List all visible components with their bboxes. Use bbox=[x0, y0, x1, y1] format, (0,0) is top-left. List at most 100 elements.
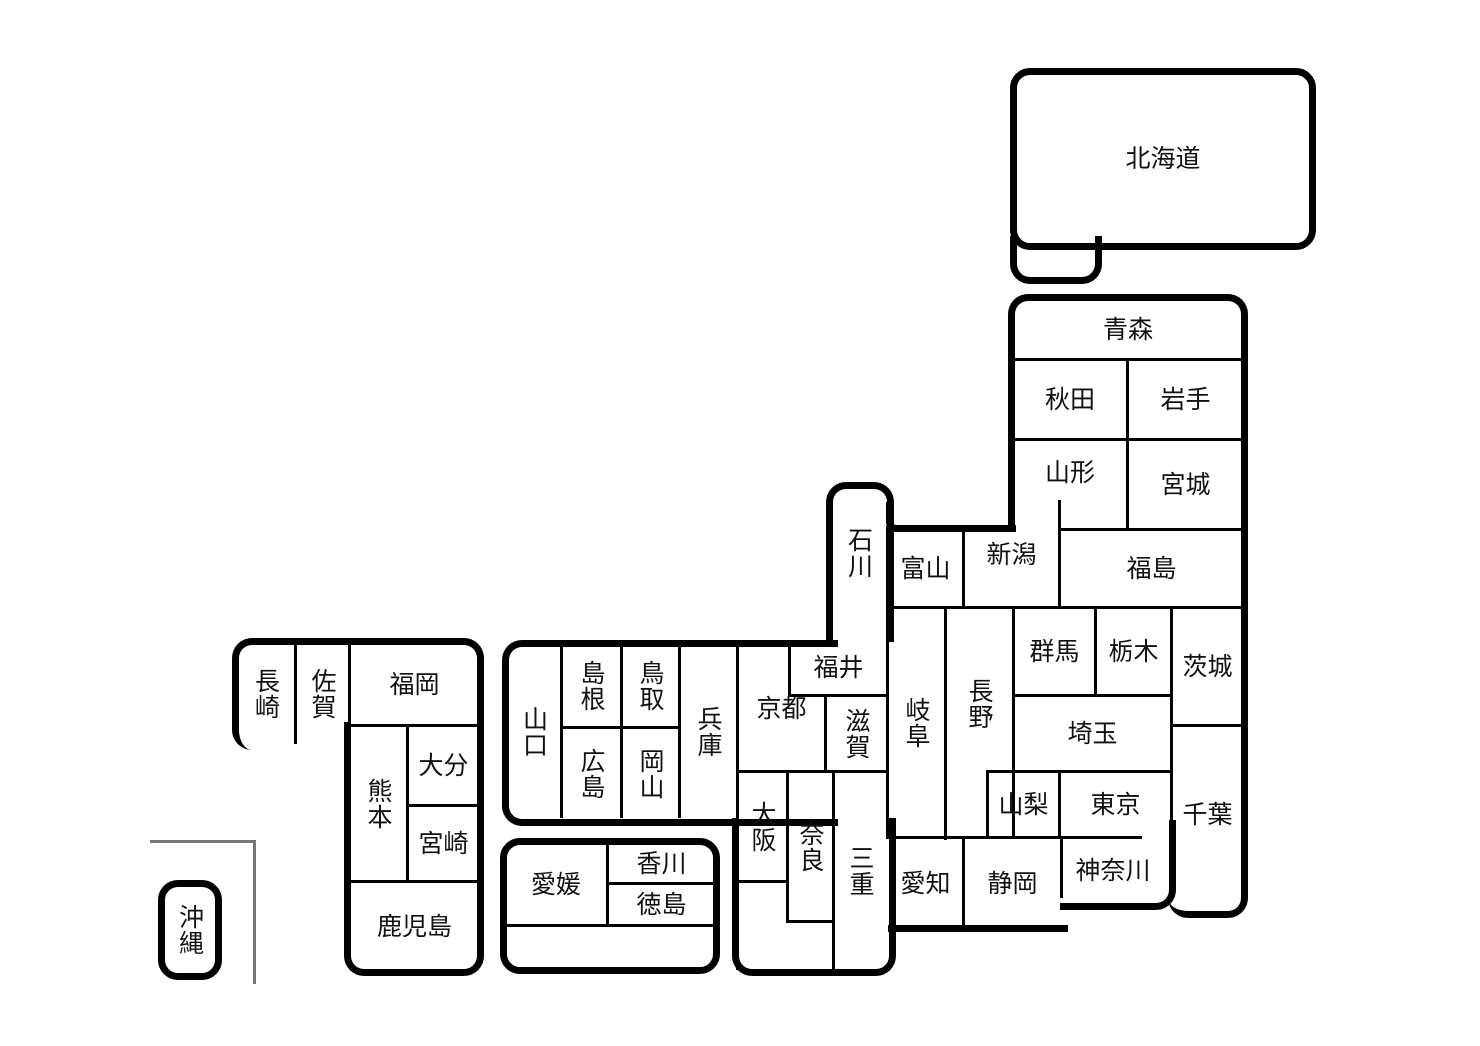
prefecture-hiroshima[interactable]: 広島 bbox=[577, 747, 606, 800]
boundary bbox=[560, 646, 563, 818]
okinawa-inset-divider-vertical bbox=[253, 840, 256, 984]
prefecture-fukui[interactable]: 福井 bbox=[813, 652, 864, 682]
boundary bbox=[786, 920, 834, 923]
boundary bbox=[1058, 770, 1061, 838]
tokai-south-outline bbox=[888, 896, 1068, 932]
prefecture-akita[interactable]: 秋田 bbox=[1044, 385, 1095, 414]
boundary bbox=[886, 836, 1142, 839]
prefecture-nara[interactable]: 奈良 bbox=[796, 820, 825, 873]
prefecture-mie[interactable]: 三重 bbox=[846, 845, 875, 897]
boundary bbox=[606, 844, 609, 926]
prefecture-niigata[interactable]: 新潟 bbox=[986, 539, 1037, 569]
prefecture-nagano[interactable]: 長野 bbox=[965, 678, 994, 730]
prefecture-nagasaki[interactable]: 長崎 bbox=[251, 668, 281, 720]
boundary bbox=[886, 526, 889, 838]
prefecture-gifu[interactable]: 岐阜 bbox=[902, 696, 931, 749]
boundary bbox=[988, 770, 1172, 773]
prefecture-miyazaki[interactable]: 宮崎 bbox=[418, 829, 469, 858]
prefecture-hokkaido[interactable]: 北海道 bbox=[1125, 143, 1201, 173]
prefecture-kagawa[interactable]: 香川 bbox=[636, 848, 687, 878]
prefecture-okinawa[interactable]: 沖縄 bbox=[175, 904, 205, 956]
prefecture-toyama[interactable]: 富山 bbox=[900, 553, 951, 583]
boundary bbox=[786, 770, 789, 922]
okinawa-inset-divider-horizontal bbox=[150, 840, 256, 843]
prefecture-ibaraki[interactable]: 茨城 bbox=[1182, 652, 1233, 681]
honshu-east-outline bbox=[1168, 528, 1248, 918]
prefecture-kagoshima[interactable]: 鹿児島 bbox=[376, 912, 452, 941]
prefecture-yamanashi[interactable]: 山梨 bbox=[998, 790, 1049, 819]
boundary bbox=[738, 880, 788, 883]
kinki-south-outline bbox=[732, 818, 896, 976]
boundary bbox=[348, 644, 351, 884]
boundary bbox=[986, 770, 989, 838]
boundary bbox=[406, 804, 478, 807]
boundary bbox=[944, 606, 947, 840]
boundary bbox=[348, 724, 478, 727]
prefecture-tottori[interactable]: 鳥取 bbox=[636, 660, 665, 712]
boundary bbox=[560, 726, 680, 729]
boundary bbox=[1012, 694, 1172, 697]
prefecture-fukushima[interactable]: 福島 bbox=[1126, 554, 1177, 583]
honshu-north-outline bbox=[1008, 294, 1248, 530]
ishikawa-peninsula-outline bbox=[826, 482, 894, 642]
boundary bbox=[1058, 500, 1061, 608]
boundary bbox=[350, 880, 478, 883]
prefecture-aichi[interactable]: 愛知 bbox=[900, 868, 951, 898]
prefecture-tokushima[interactable]: 徳島 bbox=[636, 890, 687, 919]
prefecture-saitama[interactable]: 埼玉 bbox=[1067, 719, 1118, 748]
boundary bbox=[738, 770, 888, 773]
prefecture-miyagi[interactable]: 宮城 bbox=[1160, 470, 1211, 499]
boundary bbox=[788, 694, 888, 697]
prefecture-shimane[interactable]: 島根 bbox=[577, 660, 606, 712]
kanagawa-bay-outline bbox=[1060, 820, 1176, 910]
prefecture-fukuoka[interactable]: 福岡 bbox=[389, 669, 440, 699]
prefecture-saga[interactable]: 佐賀 bbox=[308, 668, 337, 720]
prefecture-chiba[interactable]: 千葉 bbox=[1182, 800, 1233, 829]
prefecture-gunma[interactable]: 群馬 bbox=[1029, 637, 1080, 666]
prefecture-iwate[interactable]: 岩手 bbox=[1160, 385, 1211, 414]
prefecture-shizuoka[interactable]: 静岡 bbox=[987, 868, 1038, 898]
prefecture-okayama[interactable]: 岡山 bbox=[636, 747, 665, 800]
boundary bbox=[620, 646, 623, 818]
prefecture-yamagata[interactable]: 山形 bbox=[1044, 457, 1095, 487]
prefecture-tokyo[interactable]: 東京 bbox=[1090, 790, 1141, 819]
okinawa-outline bbox=[158, 880, 222, 980]
prefecture-osaka[interactable]: 大阪 bbox=[748, 800, 777, 853]
prefecture-aomori[interactable]: 青森 bbox=[1102, 314, 1153, 344]
boundary bbox=[1012, 606, 1015, 838]
prefecture-oita[interactable]: 大分 bbox=[418, 751, 469, 780]
boundary bbox=[678, 646, 681, 818]
prefecture-hyogo[interactable]: 兵庫 bbox=[694, 706, 723, 758]
boundary bbox=[294, 644, 297, 744]
prefecture-ehime[interactable]: 愛媛 bbox=[530, 869, 581, 899]
boundary bbox=[1094, 606, 1097, 696]
boundary bbox=[1060, 528, 1242, 531]
hokkaido-outline bbox=[1010, 68, 1316, 250]
prefecture-yamaguchi[interactable]: 山口 bbox=[519, 706, 549, 758]
boundary bbox=[1172, 724, 1244, 727]
prefecture-kyoto[interactable]: 京都 bbox=[756, 693, 807, 723]
boundary bbox=[1126, 358, 1129, 530]
honshu-west-outline bbox=[502, 640, 838, 826]
boundary bbox=[788, 640, 791, 696]
boundary bbox=[962, 838, 965, 928]
prefecture-tochigi[interactable]: 栃木 bbox=[1108, 637, 1159, 666]
prefecture-shiga[interactable]: 滋賀 bbox=[842, 707, 871, 760]
boundary bbox=[832, 770, 835, 970]
boundary bbox=[736, 646, 739, 970]
hokkaido-tail-outline bbox=[1010, 236, 1102, 284]
chubu-top-outline bbox=[886, 502, 1016, 532]
boundary bbox=[962, 526, 965, 608]
prefecture-kumamoto[interactable]: 熊本 bbox=[364, 777, 393, 830]
prefecture-ishikawa[interactable]: 石川 bbox=[844, 527, 874, 579]
shikoku-outline bbox=[500, 838, 720, 974]
prefecture-kanagawa[interactable]: 神奈川 bbox=[1075, 855, 1151, 885]
boundary bbox=[506, 924, 714, 927]
boundary bbox=[886, 606, 1242, 609]
boundary bbox=[1170, 606, 1173, 820]
kyushu-outline bbox=[232, 638, 484, 750]
kyushu-south-outline bbox=[344, 722, 484, 976]
boundary bbox=[1060, 838, 1063, 898]
boundary bbox=[606, 882, 714, 885]
